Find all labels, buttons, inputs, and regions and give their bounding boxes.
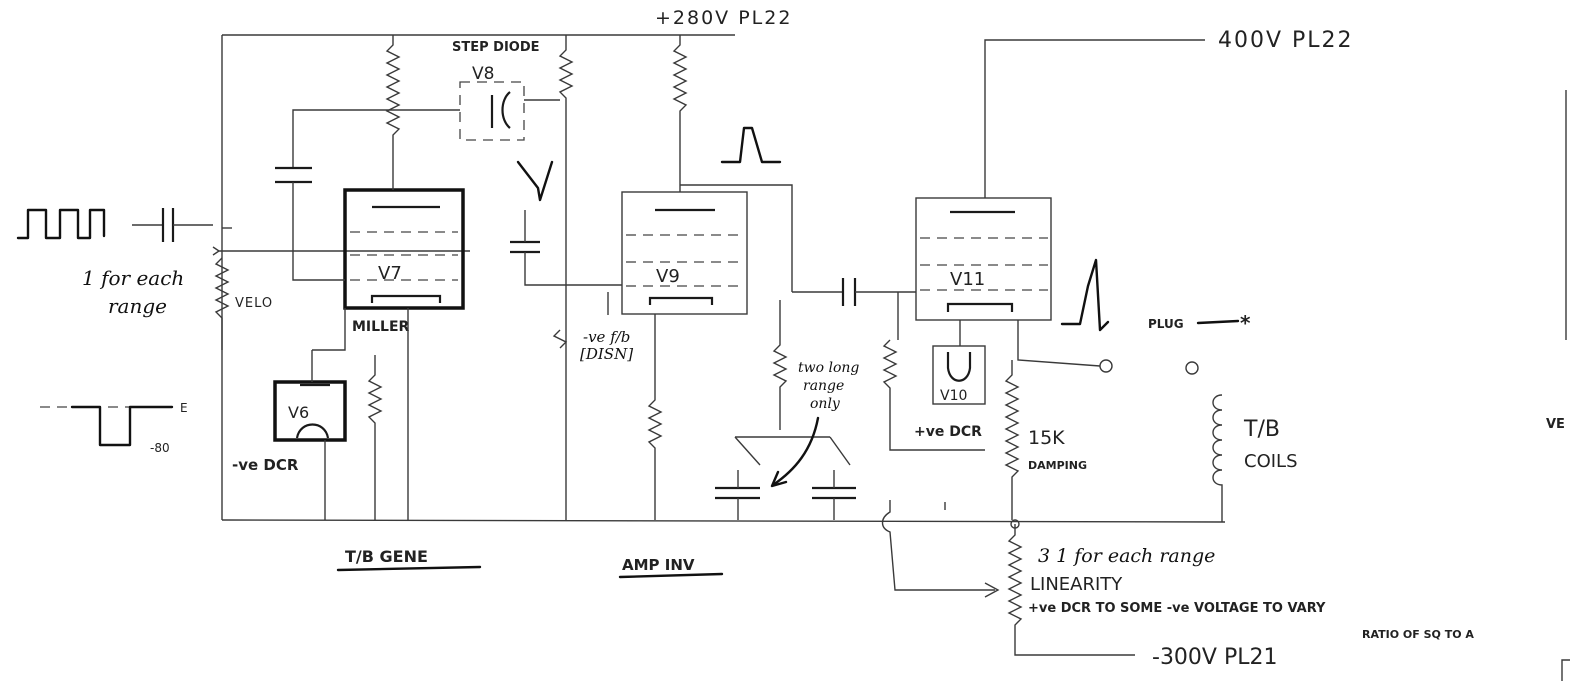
tb-gene-label: T/B GENE [345, 547, 428, 566]
linearity-tap-wire [881, 500, 995, 591]
plug-star-icon: * [1240, 311, 1251, 335]
feedback-wire-2 [292, 182, 320, 281]
linearity-resistor [1007, 524, 1023, 630]
ground-rail [221, 519, 1226, 523]
pos-pulse-wave-icon [720, 126, 782, 164]
velo-label: VELO [235, 296, 273, 311]
v6-resistor [367, 355, 383, 520]
linearity-label: LINEARITY [1030, 574, 1123, 595]
tb-coils-label-2: COILS [1244, 451, 1298, 472]
tb-gene-underline [336, 565, 482, 572]
tb-coils [1212, 394, 1223, 522]
level-pulse-icon [70, 405, 174, 447]
square-wave-input-icon [16, 208, 106, 240]
velo-tap-wire [212, 246, 470, 256]
v11-output-wire [1017, 320, 1101, 367]
v8-label: V8 [472, 64, 494, 84]
linearity-note: +ve DCR TO SOME -ve VOLTAGE TO VARY [1028, 601, 1326, 616]
two-long-label-3: only [810, 396, 841, 412]
right-edge-fragment-2 [1561, 659, 1570, 681]
v11-grid-resistor [882, 339, 985, 451]
fifteen-k-label: 15K [1028, 427, 1065, 449]
plug-pin-1 [1099, 359, 1113, 373]
v9-cathode [648, 296, 714, 305]
relay-switch-1 [734, 436, 761, 466]
tb-coils-label: T/B [1243, 417, 1280, 442]
plug-label: PLUG [1148, 317, 1184, 331]
rail-400v [984, 39, 1205, 100]
v9-plate-wire [680, 184, 793, 292]
v11-cathode [946, 302, 1014, 312]
relay-resistor [772, 300, 788, 430]
v7-anode-resistor [385, 35, 401, 190]
level-80-label: -80 [150, 441, 170, 455]
fb-resistor-stub [552, 329, 568, 349]
two-long-label: two long [798, 360, 859, 376]
v6-valve [273, 380, 347, 442]
velo-resistor [214, 257, 230, 350]
damping-resistor [1004, 360, 1020, 520]
v11-valve [915, 197, 1052, 321]
plug-pin-2 [1185, 361, 1199, 375]
v10-anode [946, 352, 972, 382]
relay-arrow-head [770, 470, 788, 488]
linearity-tap-arrow [984, 582, 1000, 598]
v9-valve [621, 191, 748, 315]
v9-grid-wire [524, 252, 622, 286]
v9-anode-resistor [672, 35, 688, 192]
v7-cathode [370, 294, 442, 303]
relay-switch-2 [829, 436, 851, 466]
amp-inv-label: AMP INV [622, 556, 695, 574]
level-e-label: E [180, 401, 188, 415]
two-long-label-2: range [803, 378, 844, 394]
v9-cathode-resistor [647, 314, 663, 520]
three-each-label: 3 1 for each range [1038, 545, 1215, 567]
feedback-wire [292, 109, 460, 168]
neg-edge-wave-icon [516, 160, 554, 202]
edge-ve-label: VE [1546, 417, 1565, 432]
v9-label: V9 [656, 266, 680, 287]
v11-label: V11 [950, 269, 985, 290]
v10-valve [932, 345, 986, 405]
rail-280v-label: +280V PL22 [655, 7, 792, 29]
plug-arrow [1196, 319, 1240, 325]
miller-label: MILLER [352, 319, 410, 335]
rail-neg300 [1014, 630, 1135, 656]
amp-inv-underline [618, 572, 724, 579]
v6-cathode [295, 423, 330, 439]
rail-neg300-label: -300V PL21 [1152, 645, 1278, 670]
v7-valve [343, 188, 465, 310]
ve-dcr-neg-label: -ve DCR [232, 456, 299, 474]
one-each-range-label-2: range [108, 294, 167, 318]
step-diode-resistor [558, 35, 574, 520]
rail-400v-label: 400V PL22 [1218, 28, 1354, 53]
v8-valve [459, 81, 525, 141]
v8-cathode [501, 91, 511, 129]
v6-label: V6 [288, 403, 309, 422]
one-each-range-label: 1 for each [82, 266, 184, 290]
ve-fb-label: -ve f/b [583, 328, 630, 346]
disn-label: [DISN] [580, 345, 633, 363]
linearity-note-2: RATIO OF SQ TO A [1362, 628, 1474, 641]
relay-arrow [771, 416, 820, 487]
damping-label: DAMPING [1028, 459, 1087, 472]
v7-label: V7 [378, 263, 402, 284]
step-diode-label: STEP DIODE [452, 40, 540, 55]
v10-label: V10 [940, 388, 967, 404]
sawtooth-wave-icon [1060, 258, 1110, 332]
ve-dcr-pos-label: +ve DCR [914, 424, 982, 440]
v6-wire-2 [312, 308, 346, 351]
